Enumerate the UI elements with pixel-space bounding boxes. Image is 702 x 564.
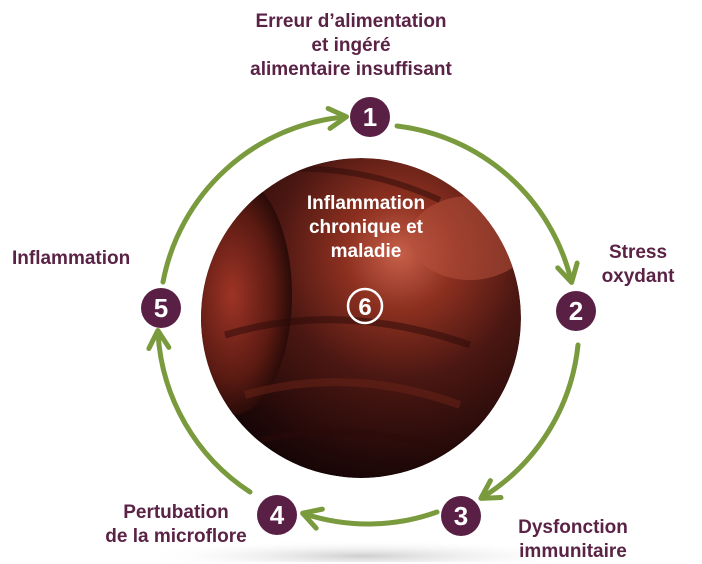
- step-badge-2: 2: [556, 291, 596, 331]
- svg-text:1: 1: [363, 102, 377, 132]
- svg-text:3: 3: [454, 501, 468, 531]
- center-label-line-1: Inflammation: [266, 192, 466, 216]
- svg-text:6: 6: [358, 294, 371, 321]
- svg-text:5: 5: [154, 293, 168, 323]
- step-label-1-line-2: et ingéré: [201, 34, 501, 58]
- step-label-4-line-1: Pertubation: [96, 501, 256, 525]
- svg-text:2: 2: [569, 296, 583, 326]
- step-badge-3: 3: [441, 496, 481, 536]
- center-label-line-2: chronique et: [266, 216, 466, 240]
- step-label-4: Pertubation de la microflore: [96, 501, 256, 549]
- step-label-2-line-1: Stress: [592, 241, 684, 265]
- step-label-1-line-3: alimentaire insuffisant: [201, 58, 501, 82]
- center-label: Inflammation chronique et maladie: [266, 192, 466, 264]
- step-label-5: Inflammation: [12, 247, 162, 271]
- arrow-3-to-4: [305, 512, 437, 524]
- step-badge-5: 5: [141, 288, 181, 328]
- center-label-line-3: maladie: [266, 240, 466, 264]
- step-badge-1: 1: [350, 97, 390, 137]
- step-label-1: Erreur d’alimentation et ingéré alimenta…: [201, 10, 501, 82]
- step-label-4-line-2: de la microflore: [96, 525, 256, 549]
- step-badge-4: 4: [257, 495, 297, 535]
- step-label-2: Stress oxydant: [592, 241, 684, 289]
- step-label-2-line-2: oxydant: [592, 265, 684, 289]
- step-label-3-line-1: Dysfonction: [493, 516, 653, 540]
- step-label-5-line-1: Inflammation: [12, 247, 162, 271]
- step-label-1-line-1: Erreur d’alimentation: [201, 10, 501, 34]
- step-label-3: Dysfonction immunitaire: [493, 516, 653, 564]
- step-label-3-line-2: immunitaire: [493, 540, 653, 564]
- svg-text:4: 4: [270, 500, 285, 530]
